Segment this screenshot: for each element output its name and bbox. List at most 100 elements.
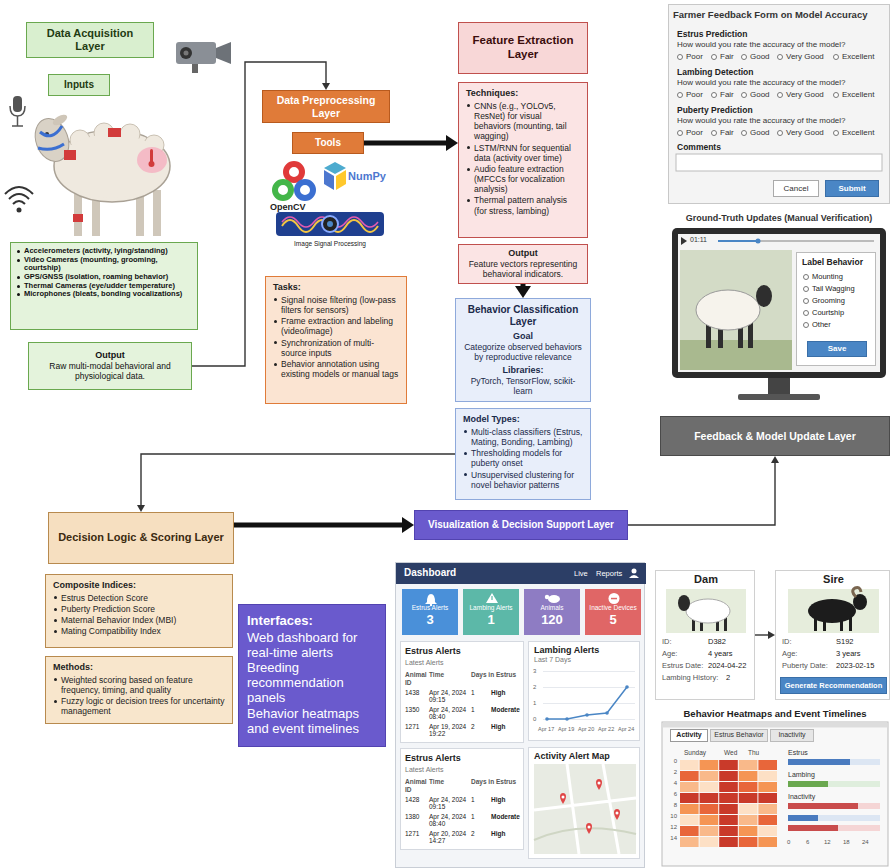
node-text: Apr 17 bbox=[538, 726, 554, 733]
decor-part bbox=[629, 575, 639, 578]
node-text: Good bbox=[741, 52, 770, 62]
decor-part bbox=[596, 779, 602, 790]
node-text: 1 bbox=[471, 796, 489, 803]
node-text: Video Cameras (mounting, grooming, court… bbox=[16, 256, 192, 273]
monitor: Ground-Truth Updates (Manual Verificatio… bbox=[668, 212, 890, 408]
list-box: Methods:Weighted scoring based on featur… bbox=[45, 656, 233, 724]
decor-part bbox=[491, 596, 492, 600]
decor-part bbox=[543, 719, 635, 720]
node-text: Animals bbox=[540, 605, 563, 612]
decor-part bbox=[768, 378, 790, 394]
node-text: 12 bbox=[824, 839, 831, 846]
node-text: 2024-04-22 bbox=[708, 661, 746, 670]
node-text: Data Acquisition Layer bbox=[32, 27, 148, 53]
node-text: 10 bbox=[663, 813, 677, 820]
label-box: Tools bbox=[292, 132, 364, 154]
decor-part bbox=[543, 671, 635, 672]
decor-part bbox=[738, 394, 820, 400]
node-text: Lambing History: bbox=[662, 673, 718, 682]
decor-part bbox=[788, 825, 880, 831]
node-text: 1 bbox=[471, 706, 489, 713]
decor-part bbox=[719, 771, 738, 781]
decor-part bbox=[13, 96, 22, 112]
node-text: Apr 24, 2024 08:40 bbox=[429, 813, 469, 828]
decor-part bbox=[680, 793, 699, 803]
decor-part bbox=[849, 617, 852, 631]
node-text: Feature Extraction Layer bbox=[464, 34, 582, 62]
node-text: Behavior annotation using existing model… bbox=[273, 359, 399, 379]
node-text: 2 bbox=[726, 673, 730, 682]
node-text: High bbox=[491, 796, 521, 803]
node-text: Label Behavior bbox=[802, 257, 863, 267]
node-text: 3 bbox=[533, 668, 536, 675]
node-text: Estrus bbox=[788, 749, 808, 757]
node-text: Behavior Classification Layer bbox=[463, 304, 583, 328]
decor-part bbox=[588, 826, 591, 829]
decor-part bbox=[150, 149, 153, 163]
node-text: Estrus Alerts bbox=[412, 605, 448, 612]
node-text: Model Types: bbox=[463, 414, 583, 425]
node-text: Good bbox=[741, 128, 770, 138]
node-text: Visualization & Decision Support Layer bbox=[428, 519, 614, 531]
node-text: Apr 20, 2024 14:27 bbox=[429, 830, 469, 845]
logo-label: Image Signal Processing bbox=[276, 240, 384, 248]
decor-part bbox=[696, 290, 760, 330]
decor-part bbox=[700, 771, 719, 781]
decor-part bbox=[692, 617, 695, 631]
decor-part bbox=[184, 51, 189, 56]
node-text: Lambing bbox=[788, 771, 815, 779]
decor-part bbox=[560, 793, 566, 804]
node-text: Save bbox=[828, 344, 847, 354]
node-text: 0 bbox=[787, 839, 790, 846]
decor-part bbox=[548, 595, 560, 603]
arrow-head bbox=[446, 135, 458, 151]
decor-part bbox=[686, 599, 730, 623]
animal-card: DamID:D382Age:4 yearsEstrus Date:2024-04… bbox=[655, 570, 755, 700]
decor-part bbox=[853, 594, 867, 610]
decor-part bbox=[758, 793, 777, 803]
decor-part bbox=[840, 619, 843, 631]
arrow-head bbox=[402, 517, 414, 533]
decor-part bbox=[534, 764, 636, 854]
node-text: Cancel bbox=[784, 184, 809, 194]
decor-part bbox=[149, 161, 155, 167]
node-text: Apr 22 bbox=[598, 726, 614, 733]
node-text: Very Good bbox=[777, 52, 824, 62]
node-text: 3 bbox=[426, 612, 433, 628]
decor-part bbox=[586, 823, 592, 834]
decor-part bbox=[788, 781, 880, 787]
node-text: Puberty Date: bbox=[782, 661, 828, 670]
decor-part bbox=[788, 803, 880, 809]
node-text: Puberty Prediction bbox=[677, 105, 753, 115]
node-text: Moderate bbox=[491, 706, 521, 713]
node-text: 14 bbox=[663, 835, 677, 842]
connector-line bbox=[234, 523, 403, 528]
connector bbox=[755, 631, 775, 639]
node-text: Good bbox=[741, 90, 770, 100]
layer-box: Feedback & Model Update Layer bbox=[660, 416, 890, 456]
decor-part bbox=[605, 711, 609, 715]
node-text: 1 bbox=[533, 700, 536, 707]
logo-label: NumPy bbox=[348, 170, 386, 183]
decor-part bbox=[322, 216, 338, 232]
connector-line bbox=[628, 462, 775, 525]
node-text: 1380 bbox=[405, 813, 427, 820]
decor-part bbox=[396, 563, 646, 584]
connector-line bbox=[364, 141, 447, 146]
decor-part bbox=[718, 240, 874, 242]
node-text: Submit bbox=[838, 184, 865, 194]
node-text: S192 bbox=[836, 637, 854, 646]
microphone-icon bbox=[10, 96, 25, 126]
stat-card: Inactive Devices5 bbox=[585, 589, 641, 635]
tab: Activity bbox=[670, 729, 708, 742]
decor-part bbox=[678, 234, 880, 372]
button: Generate Recommendation bbox=[780, 677, 887, 694]
node-text: Dashboard bbox=[404, 567, 456, 579]
node-text: Estrus Alerts bbox=[405, 646, 521, 657]
decor-part bbox=[17, 116, 19, 126]
node-text: Wed bbox=[724, 749, 737, 757]
node-text: Excellent bbox=[833, 90, 874, 100]
node-text: Fuzzy logic or decision trees for uncert… bbox=[53, 696, 225, 716]
node-text: 6 bbox=[663, 791, 677, 798]
